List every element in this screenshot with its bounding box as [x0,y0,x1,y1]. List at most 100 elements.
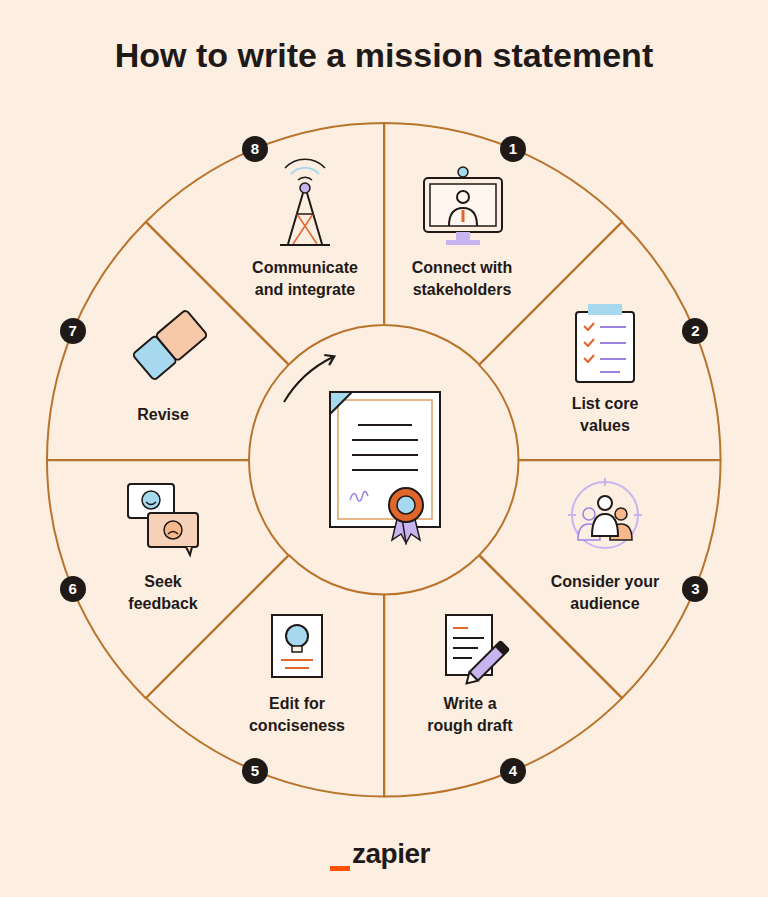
step-segment: Edit for conciseness [146,555,384,797]
draft-icon-part-part [469,641,509,681]
eraser-icon-part [155,309,207,361]
eraser-icon [132,309,207,380]
checklist-icon-part [584,355,594,362]
checklist-icon-part [600,371,620,373]
audience-icon-part [615,508,627,520]
broadcast-tower-icon-part [298,177,312,180]
draft-icon-part [453,647,478,649]
certificate-icon-part [352,439,418,441]
certificate-icon-part [397,496,415,514]
idea-document-icon-part [292,646,302,652]
audience-icon-part [598,496,612,510]
checklist-icon-part [584,339,594,346]
callout-number: 2 [682,318,708,344]
callout-number: 6 [60,576,86,602]
logo-underscore [330,866,350,871]
video-call-icon-part [456,232,470,240]
draft-icon-part-part [495,641,509,655]
callout-number: 3 [682,576,708,602]
broadcast-tower-icon-part [297,214,317,244]
feedback-icon-part [168,532,178,535]
segment-path [146,555,384,797]
step-label: Seek feedback [118,571,208,615]
step-segment: Communicate and integrate [146,123,384,365]
idea-document-icon [272,615,322,677]
certificate-icon-part [352,469,418,471]
video-call-icon [424,167,502,245]
idea-document-icon-part [281,659,313,661]
draft-icon-part [453,637,484,639]
checklist-icon-part [588,304,622,315]
certificate-icon-part [350,491,368,501]
checklist-icon [576,304,634,382]
feedback-icon [128,484,198,555]
audience-icon [568,478,642,548]
step-label: Write a rough draft [420,693,520,737]
checklist-icon-part [600,358,626,360]
segment-path [384,123,622,365]
feedback-icon-part [146,502,156,505]
brand-logo: zapier [352,838,430,870]
feedback-icon-part [164,521,182,539]
segment-outline [146,555,384,797]
segment-path [384,555,622,797]
feedback-icon-part [148,513,198,547]
checklist-icon-part [584,323,594,330]
draft-icon-part [453,627,468,629]
video-call-icon-part [457,191,469,203]
idea-document-icon-part [286,625,308,647]
certificate-icon-part [352,454,418,456]
draft-icon [446,615,509,688]
broadcast-tower-icon [280,159,330,245]
certificate-icon-part [330,392,440,527]
step-label: Edit for conciseness [232,693,362,737]
checklist-icon-part [600,342,626,344]
step-label: List core values [559,393,651,437]
video-call-icon-part [424,178,502,232]
audience-icon-part [572,482,638,548]
audience-icon-part [634,514,642,516]
certificate-icon [330,392,440,543]
callout-number: 7 [60,318,86,344]
broadcast-tower-icon-part [285,159,325,168]
segment-outline [384,123,622,365]
broadcast-tower-icon-part [300,183,310,193]
draft-icon-part-part [462,672,478,688]
callout-number: 4 [500,758,526,784]
step-label: Revise [113,404,213,426]
checklist-icon-part [600,326,626,328]
segment-path [47,222,289,460]
step-label: Connect with stakeholders [397,257,527,301]
broadcast-tower-icon-part [280,244,330,246]
step-label: Consider your audience [540,571,670,615]
step-segment: Revise [47,222,289,460]
audience-icon-part [583,508,595,520]
step-label: Communicate and integrate [240,257,370,301]
callout-number: 8 [242,136,268,162]
video-call-icon-part [430,184,496,226]
segment-path [47,460,289,698]
feedback-icon-part [142,491,160,509]
broadcast-tower-icon-part [291,168,319,174]
callout-number: 5 [242,758,268,784]
idea-document-icon-part [285,667,309,669]
title: How to write a mission statement [0,36,768,75]
video-call-icon-part [449,208,477,226]
video-call-icon-part [458,167,468,177]
callout-number: 1 [500,136,526,162]
certificate-icon-part [389,488,423,522]
step-segment: Connect with stakeholders [384,123,622,365]
step-segment: List core values [479,222,721,460]
segment-outline [47,222,289,460]
checklist-icon-part [576,312,634,382]
cycle-arrow-part [284,357,333,402]
cycle-arrow [284,357,333,402]
broadcast-tower-icon-part [293,214,313,244]
audience-icon-part [604,478,606,486]
certificate-icon-part [358,424,412,426]
audience-icon-part [592,514,618,536]
video-call-icon-part [446,240,480,245]
segment-outline [146,123,384,365]
broadcast-tower-icon-part [297,213,313,215]
